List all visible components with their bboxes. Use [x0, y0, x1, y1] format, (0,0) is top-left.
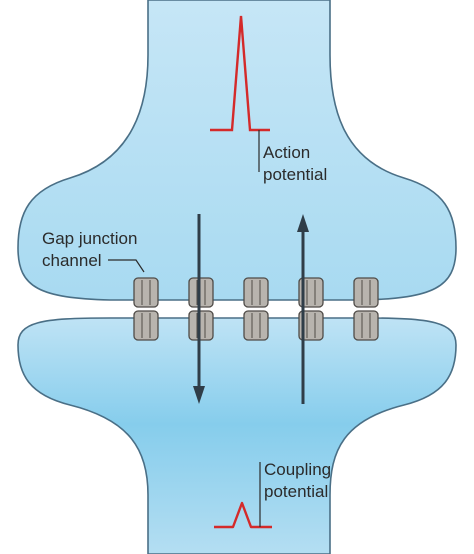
coupling-potential-label: Coupling potential	[264, 460, 336, 501]
gap-junction-label-line-2: channel	[42, 251, 102, 270]
upper-hemichannel	[353, 277, 379, 308]
gap-junction-channels	[133, 277, 379, 341]
upper-hemichannel	[243, 277, 269, 308]
action-potential-label-line-1: Action	[263, 143, 310, 162]
lower-hemichannel	[243, 310, 269, 341]
gap-junction-label-line-1: Gap junction	[42, 229, 137, 248]
action-potential-label: Action potential	[263, 143, 327, 184]
lower-hemichannel	[353, 310, 379, 341]
gap-junction-channel-label: Gap junction channel	[42, 229, 142, 270]
action-potential-label-line-2: potential	[263, 165, 327, 184]
down-arrow	[193, 214, 205, 404]
lower-hemichannel	[298, 310, 324, 341]
coupling-potential-spike	[214, 501, 272, 529]
coupling-potential-label-line-1: Coupling	[264, 460, 331, 479]
action-potential-spike	[210, 15, 270, 132]
coupling-potential-label-line-2: potential	[264, 482, 328, 501]
up-arrow	[297, 214, 309, 404]
upper-hemichannel	[298, 277, 324, 308]
gap-junction-channel	[243, 277, 269, 341]
current-arrows	[193, 214, 309, 404]
upper-hemichannel	[133, 277, 159, 308]
upper-hemichannel	[188, 277, 214, 308]
gap-junction-channel	[133, 277, 159, 341]
gap-junction-channel	[298, 277, 324, 341]
gap-junction-channel	[188, 277, 214, 341]
gap-junction-channel	[353, 277, 379, 341]
gap-junction-leader	[108, 259, 145, 273]
lower-hemichannel	[133, 310, 159, 341]
lower-hemichannel	[188, 310, 214, 341]
